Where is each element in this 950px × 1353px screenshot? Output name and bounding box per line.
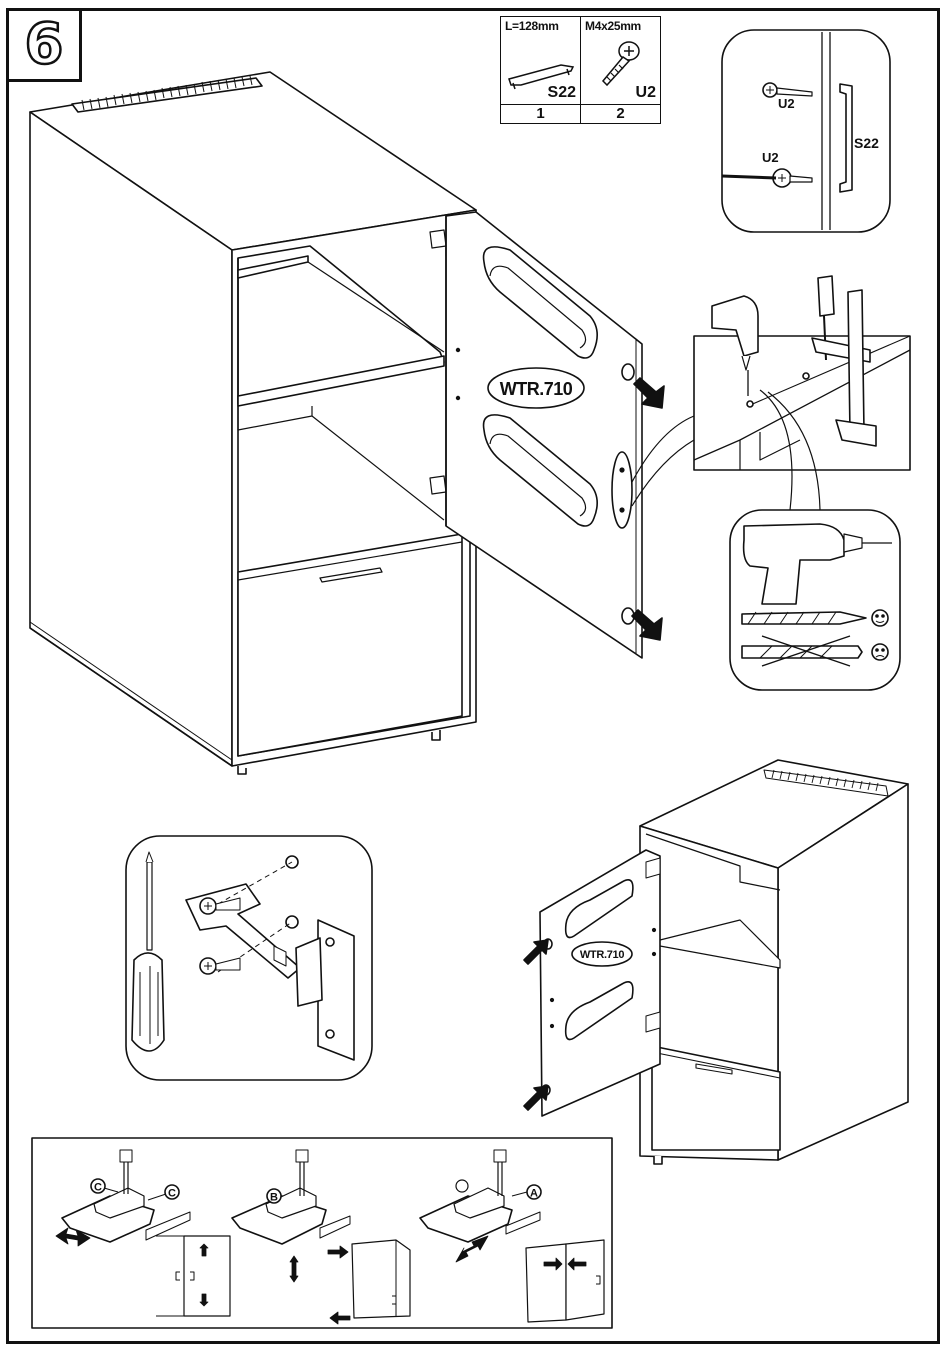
- cabinet-assembled-drawing: [524, 760, 908, 1164]
- screw-label-top: U2: [778, 96, 795, 111]
- callout-b: B: [270, 1192, 278, 1204]
- door-label-secondary: WTR.710: [580, 949, 625, 961]
- door-label-main: WTR.710: [500, 379, 573, 399]
- drill-bit-advice: [730, 510, 900, 690]
- drilling-detail: [632, 276, 910, 510]
- hinge-adjustment-panel: [32, 1138, 612, 1328]
- screw-label-bottom: U2: [762, 150, 779, 165]
- cabinet-main-drawing: [30, 72, 664, 774]
- handle-mount-detail: [722, 30, 890, 232]
- callout-c-left: C: [94, 1182, 102, 1194]
- hinge-screw-detail: [126, 836, 372, 1080]
- handle-label: S22: [854, 135, 879, 151]
- callout-a: A: [530, 1188, 538, 1200]
- callout-c-right: C: [168, 1188, 176, 1200]
